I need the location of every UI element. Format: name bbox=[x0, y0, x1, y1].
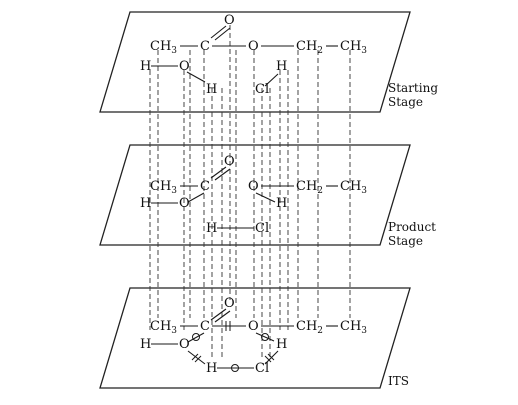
its-carbonyl-carbon: C bbox=[200, 319, 210, 334]
starting-ch2: CH2 bbox=[296, 39, 323, 56]
its-ch2: CH2 bbox=[296, 319, 323, 336]
its-water-oxygen: O bbox=[179, 337, 190, 352]
product-ch2: CH2 bbox=[296, 179, 323, 196]
starting-stage-molecules: O CH3 C O CH2 CH3 H O H H Cl bbox=[140, 13, 367, 97]
product-stage-molecules: O CH3 C O CH2 CH3 H O H H Cl bbox=[140, 154, 367, 236]
starting-water-hydrogen-right: H bbox=[206, 82, 217, 97]
product-ester-oxygen: O bbox=[248, 179, 259, 194]
product-hcl-hydrogen: H bbox=[206, 221, 217, 236]
its-hcl-chlorine: Cl bbox=[255, 361, 269, 376]
product-acid-oxygen: O bbox=[179, 196, 190, 211]
starting-stage-label-line1: Starting bbox=[388, 81, 438, 95]
starting-ch3-right: CH3 bbox=[340, 39, 367, 56]
product-stage-label-line1: Product bbox=[388, 220, 436, 234]
starting-stage-label-line2: Stage bbox=[388, 95, 423, 109]
starting-ester-oxygen: O bbox=[248, 39, 259, 54]
its-alcohol-hydrogen: H bbox=[276, 337, 287, 352]
its-ester-oxygen: O bbox=[248, 319, 259, 334]
its-ch3-left: CH3 bbox=[150, 319, 177, 336]
its-label: ITS bbox=[388, 374, 409, 388]
product-alcohol-hydrogen: H bbox=[276, 196, 287, 211]
starting-hcl-hydrogen: H bbox=[276, 59, 287, 74]
starting-water-hydrogen-left: H bbox=[140, 59, 151, 74]
starting-carbonyl-oxygen: O bbox=[224, 13, 235, 28]
product-water-hydrogen: H bbox=[140, 196, 151, 211]
starting-water-oxygen: O bbox=[179, 59, 190, 74]
starting-carbonyl-carbon: C bbox=[200, 39, 210, 54]
starting-ch3-left: CH3 bbox=[150, 39, 177, 56]
its-plane bbox=[99, 287, 411, 389]
product-ch3-right: CH3 bbox=[340, 179, 367, 196]
its-hcl-hydrogen: H bbox=[206, 361, 217, 376]
its-molecules: O CH3 C O CH2 CH3 H O H H bbox=[140, 296, 367, 376]
product-carbonyl-carbon: C bbox=[200, 179, 210, 194]
product-stage-plane bbox=[99, 144, 411, 246]
its-water-hydrogen: H bbox=[140, 337, 151, 352]
starting-stage-plane bbox=[99, 11, 411, 113]
product-ch3-left: CH3 bbox=[150, 179, 177, 196]
its-ch3-right: CH3 bbox=[340, 319, 367, 336]
product-hcl-chlorine: Cl bbox=[255, 221, 269, 236]
its-carbonyl-oxygen: O bbox=[224, 296, 235, 311]
starting-hcl-chlorine: Cl bbox=[255, 82, 269, 97]
product-stage-label-line2: Stage bbox=[388, 234, 423, 248]
projection-lines bbox=[149, 25, 351, 360]
product-carbonyl-oxygen: O bbox=[224, 154, 235, 169]
